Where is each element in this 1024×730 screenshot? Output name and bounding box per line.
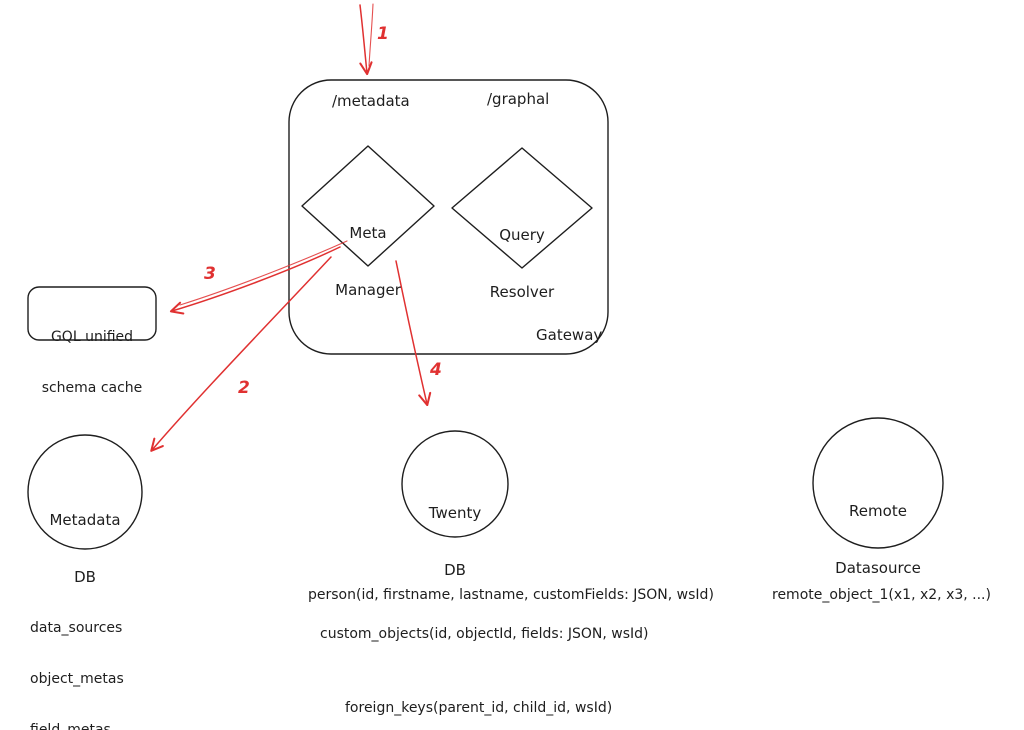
remote-datasource-label-line1: Remote xyxy=(849,502,907,520)
query-resolver-diamond xyxy=(451,147,593,269)
meta-manager-label-line2: Manager xyxy=(335,281,401,299)
metadata-db-table-item: data_sources xyxy=(30,620,123,636)
query-resolver-label: Query Resolver xyxy=(462,188,582,340)
remote-datasource-label-line2: Datasource xyxy=(835,559,921,577)
metadata-db-tables: data_sources object_metas field_metas xyxy=(30,586,124,730)
remote-object-signature: remote_object_1(x1, x2, x3, ...) xyxy=(772,587,991,603)
metadata-db-label-line1: Metadata xyxy=(49,511,121,529)
twenty-db-label-line2: DB xyxy=(444,561,466,579)
gateway-label: Gateway xyxy=(536,326,603,344)
schema-cache-label-line1: GQL unified xyxy=(50,329,134,345)
metadata-db-table-item: object_metas xyxy=(30,671,124,687)
arrow-3-line xyxy=(169,246,341,315)
foreign-keys-table-signature: foreign_keys(parent_id, child_id, wsId) xyxy=(345,700,613,716)
twenty-db-label-line1: Twenty xyxy=(428,504,482,522)
remote-datasource-label: Remote Datasource xyxy=(808,464,948,616)
arrow-1-label: 1 xyxy=(377,24,389,44)
schema-cache-box xyxy=(27,286,157,341)
arrow-2-line xyxy=(150,256,332,452)
metadata-db-label: Metadata DB xyxy=(25,473,145,625)
metadata-db-label-line2: DB xyxy=(74,568,96,586)
arrow-3-line-sketch xyxy=(179,240,348,306)
metadata-db-table-item: field_metas xyxy=(30,722,111,730)
custom-objects-table-signature: custom_objects(id, objectId, fields: JSO… xyxy=(320,626,649,642)
query-resolver-label-line1: Query xyxy=(499,226,545,244)
remote-datasource-circle xyxy=(812,417,944,549)
query-resolver-label-line2: Resolver xyxy=(489,283,555,301)
arrow-4-line xyxy=(395,260,432,407)
gateway-box xyxy=(288,79,609,355)
arrow-1-line-sketch xyxy=(368,3,374,67)
schema-cache-label-line2: schema cache xyxy=(41,380,143,396)
arrow-1-line xyxy=(359,4,373,76)
meta-manager-label-line1: Meta xyxy=(349,224,387,242)
arrow-3-label: 3 xyxy=(204,264,216,284)
meta-manager-diamond xyxy=(301,145,435,267)
arrow-4-label: 4 xyxy=(430,360,442,380)
twenty-db-circle xyxy=(401,430,509,538)
twenty-db-label: Twenty DB xyxy=(395,466,515,618)
schema-cache-label: GQL unified schema cache xyxy=(28,295,156,431)
meta-manager-label: Meta Manager xyxy=(308,186,428,338)
route-graphql-label: /graphal xyxy=(487,90,550,108)
person-table-signature: person(id, firstname, lastname, customFi… xyxy=(308,587,714,603)
route-metadata-label: /metadata xyxy=(332,92,410,110)
metadata-db-circle xyxy=(27,434,143,550)
arrow-2-label: 2 xyxy=(238,378,250,398)
